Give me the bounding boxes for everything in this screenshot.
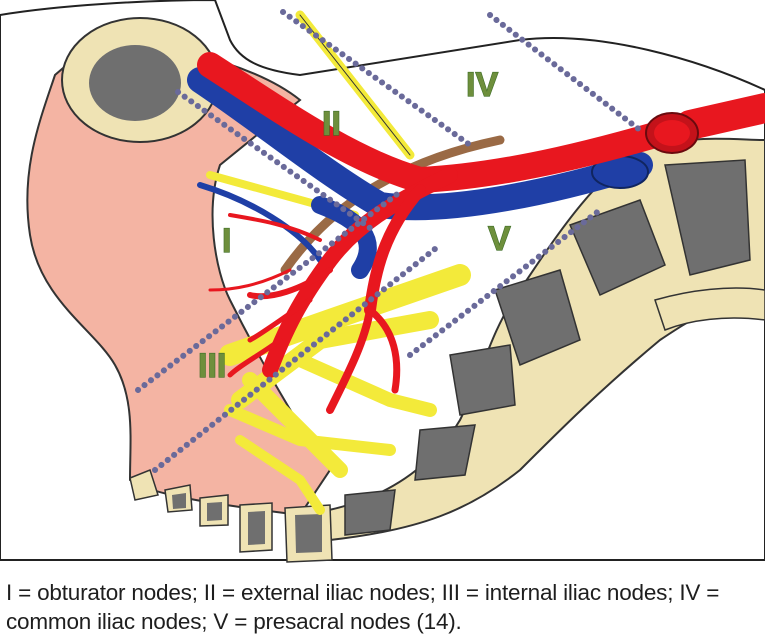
boundary-internal-iliac-upper [135,189,403,393]
zone-label-internal-iliac: III [198,347,226,385]
figure-caption: I = obturator nodes; II = external iliac… [6,578,761,636]
zone-label-common-iliac: IV [466,66,498,104]
vertebra-body-1 [664,159,751,276]
iliac-arteries [197,52,765,414]
zone-label-external-iliac: II [322,105,341,143]
boundary-internal-iliac-lower [152,242,443,473]
caption-line-1: I = obturator nodes; II = external iliac… [6,580,720,605]
pelvic-lymph-node-diagram: I II III IV V [0,0,765,563]
vertebra-body-2 [568,199,666,297]
femoral-head-core [89,45,181,121]
boundary-common-iliac [487,12,643,133]
zone-label-presacral: V [488,220,511,258]
vertebra-body-3 [494,269,581,367]
common-iliac-artery-lumen [654,120,690,146]
vertebra-body-6 [344,489,396,536]
lymph-zone-boundaries [135,9,643,473]
boundary-external-iliac-lower [175,89,373,231]
zone-label-obturator: I [222,222,231,260]
boundary-presacral [407,207,603,358]
boundary-external-iliac-upper [280,9,473,148]
caption-line-2: common iliac nodes; V = presacral nodes … [6,609,462,634]
vertebra-body-4 [449,344,516,416]
vertebra-body-5 [414,424,476,481]
vertebra-outer-ring [654,287,765,331]
sacrum-vertebrae [297,137,765,542]
